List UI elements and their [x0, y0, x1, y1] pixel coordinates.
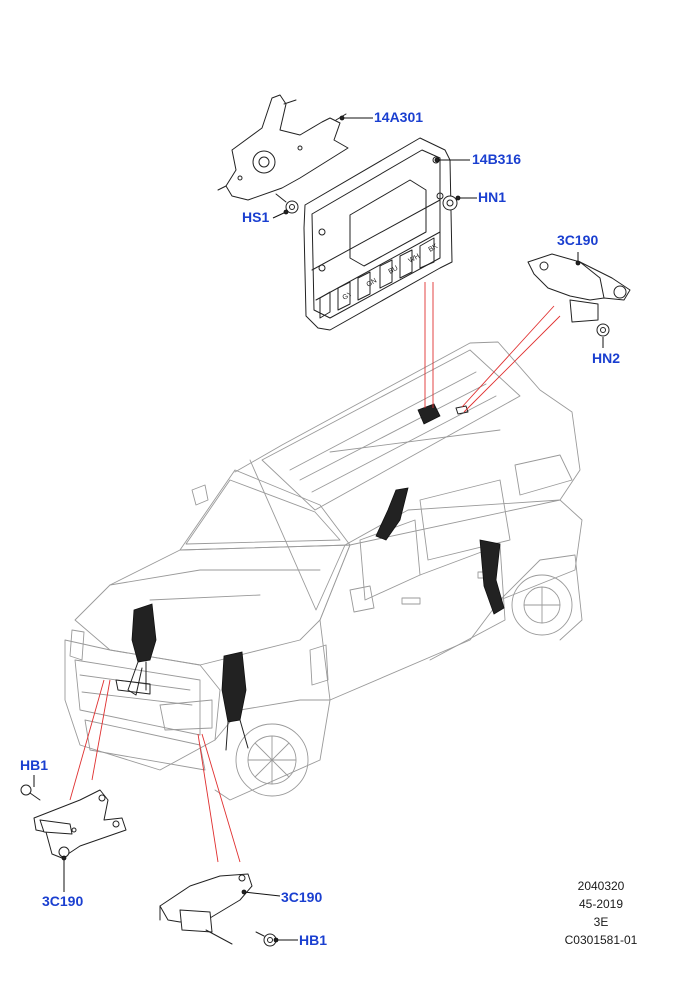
bracket-14A301[interactable]: [217, 94, 349, 201]
vehicle-outline: [64, 341, 583, 801]
module-label-gn: GN: [366, 277, 379, 288]
callout-3C190-left[interactable]: 3C190: [42, 893, 84, 909]
module-label-gy: GY: [342, 290, 355, 301]
sensor-3C190-right[interactable]: [527, 253, 631, 323]
bolt-HB1-left[interactable]: [20, 784, 41, 801]
callout-3C190-bottom[interactable]: 3C190: [281, 889, 323, 905]
front-left-air-strut: [115, 603, 157, 696]
callout-14A301[interactable]: 14A301: [374, 109, 424, 125]
callout-HN1[interactable]: HN1: [478, 189, 507, 205]
callout-HS1[interactable]: HS1: [242, 209, 270, 225]
callout-HN2[interactable]: HN2: [592, 350, 621, 366]
callout-HB1-left[interactable]: HB1: [20, 757, 49, 773]
callout-3C190-right[interactable]: 3C190: [557, 232, 599, 248]
nut-HN1[interactable]: [442, 195, 458, 211]
sensor-3C190-left[interactable]: [33, 789, 127, 859]
roof-module-location: [417, 403, 469, 425]
callout-HB1-bottom[interactable]: HB1: [299, 932, 328, 948]
rear-left-air-strut: [375, 487, 409, 541]
nut-HN2[interactable]: [596, 323, 610, 337]
rear-right-air-strut: [479, 539, 505, 615]
module-label-bu: BU: [388, 265, 400, 276]
reference-number-2: 45-2019: [578, 897, 624, 911]
module-connector-block: [319, 237, 435, 319]
reference-number-1: 2040320: [577, 879, 625, 893]
reference-number-3: 3E: [593, 915, 609, 929]
module-label-wh: WH: [408, 253, 422, 265]
front-right-air-strut: [221, 651, 249, 751]
bolt-HB1-bottom[interactable]: [255, 931, 277, 947]
reference-number-4: C0301581-01: [564, 933, 638, 947]
location-leaders: [69, 282, 561, 863]
module-label-bk: BK: [428, 243, 440, 254]
control-module-14B316[interactable]: GY GN BU WH BK: [303, 137, 453, 331]
bolt-HS1[interactable]: [275, 193, 299, 214]
sensor-3C190-bottom[interactable]: [159, 873, 253, 945]
callout-14B316[interactable]: 14B316: [472, 151, 522, 167]
